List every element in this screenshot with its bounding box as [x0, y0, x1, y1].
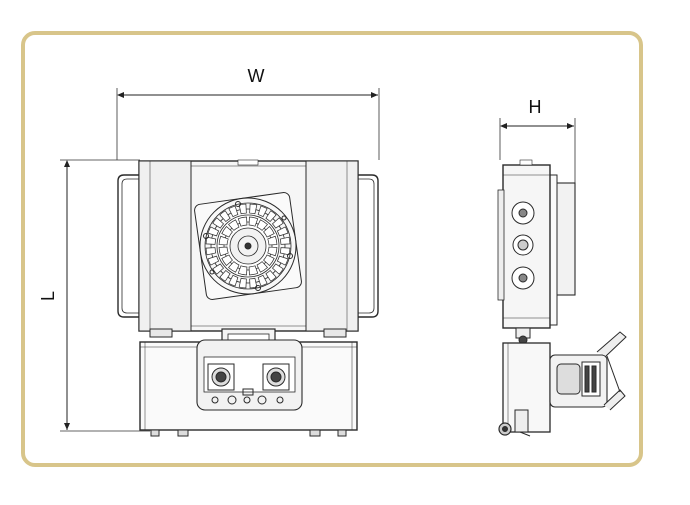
led-cell: [212, 217, 225, 229]
led-cell: [271, 263, 284, 275]
led-cell: [265, 210, 277, 223]
led-cell: [267, 246, 278, 257]
led-cell: [205, 236, 217, 245]
led-cell: [256, 261, 268, 273]
led-cell: [248, 265, 259, 276]
led-cell: [256, 219, 268, 231]
led-cell: [207, 255, 220, 266]
led-cell: [218, 235, 229, 246]
led-cell: [228, 219, 240, 231]
width-label: W: [248, 66, 265, 86]
led-cell: [276, 226, 289, 237]
side-view: [497, 159, 627, 437]
led-cell: [263, 226, 275, 238]
dimension-w: W: [116, 66, 380, 160]
led-cell: [271, 217, 284, 229]
led-cell: [257, 274, 268, 287]
led-cell: [219, 269, 231, 282]
led-cell: [228, 261, 240, 273]
led-cell: [238, 203, 247, 215]
length-label: L: [38, 291, 58, 301]
led-cell: [249, 203, 258, 215]
led-cell: [265, 269, 277, 282]
led-cell: [248, 216, 259, 227]
led-cell: [276, 255, 289, 266]
front-view: [117, 159, 379, 437]
led-cell: [238, 277, 247, 289]
led-cell: [279, 236, 291, 245]
led-cell: [221, 226, 233, 238]
height-label: H: [529, 97, 542, 117]
led-cell: [263, 254, 275, 266]
led-cell: [205, 247, 217, 256]
led-cell: [218, 246, 229, 257]
led-cell: [212, 263, 225, 275]
led-cell: [207, 226, 220, 237]
led-cell: [257, 205, 268, 218]
led-cell: [228, 205, 239, 218]
led-cell: [237, 265, 248, 276]
led-cell: [267, 235, 278, 246]
led-cell: [219, 210, 231, 223]
led-cell: [237, 216, 248, 227]
led-cell: [249, 277, 258, 289]
led-cell: [221, 254, 233, 266]
dimension-h: H: [499, 97, 576, 190]
led-cell: [228, 274, 239, 287]
led-cell: [279, 247, 291, 256]
dimension-l: L: [38, 159, 150, 432]
